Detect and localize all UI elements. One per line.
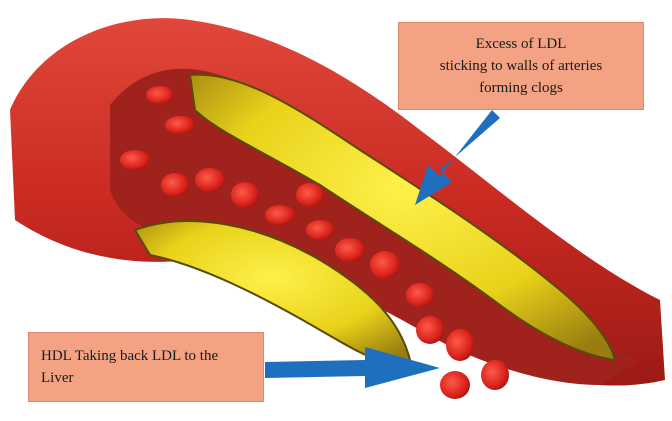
ldl-callout-line: forming clogs bbox=[399, 77, 643, 99]
hdl-callout: HDL Taking back LDL to the Liver bbox=[28, 332, 264, 402]
red-blood-cell bbox=[406, 283, 434, 307]
red-blood-cell bbox=[306, 220, 334, 240]
hdl-callout-line: HDL Taking back LDL to the bbox=[41, 345, 263, 367]
red-blood-cell bbox=[296, 183, 324, 207]
red-blood-cell bbox=[146, 86, 174, 104]
ldl-callout: Excess of LDL sticking to walls of arter… bbox=[398, 22, 644, 110]
red-blood-cell bbox=[161, 173, 189, 197]
ldl-callout-line: sticking to walls of arteries bbox=[399, 55, 643, 77]
ldl-callout-line: Excess of LDL bbox=[399, 33, 643, 55]
hdl-callout-line: Liver bbox=[41, 367, 263, 389]
red-blood-cell bbox=[440, 371, 470, 399]
arrow-icon bbox=[265, 347, 440, 388]
red-blood-cell bbox=[335, 238, 365, 262]
red-blood-cell bbox=[265, 205, 295, 225]
red-blood-cell bbox=[370, 251, 400, 279]
red-blood-cell bbox=[481, 360, 509, 390]
red-blood-cell bbox=[165, 116, 195, 134]
red-blood-cell bbox=[120, 150, 150, 170]
red-blood-cell bbox=[195, 168, 225, 192]
red-blood-cell bbox=[446, 329, 474, 361]
red-blood-cell bbox=[231, 182, 259, 208]
red-blood-cell bbox=[416, 316, 444, 344]
